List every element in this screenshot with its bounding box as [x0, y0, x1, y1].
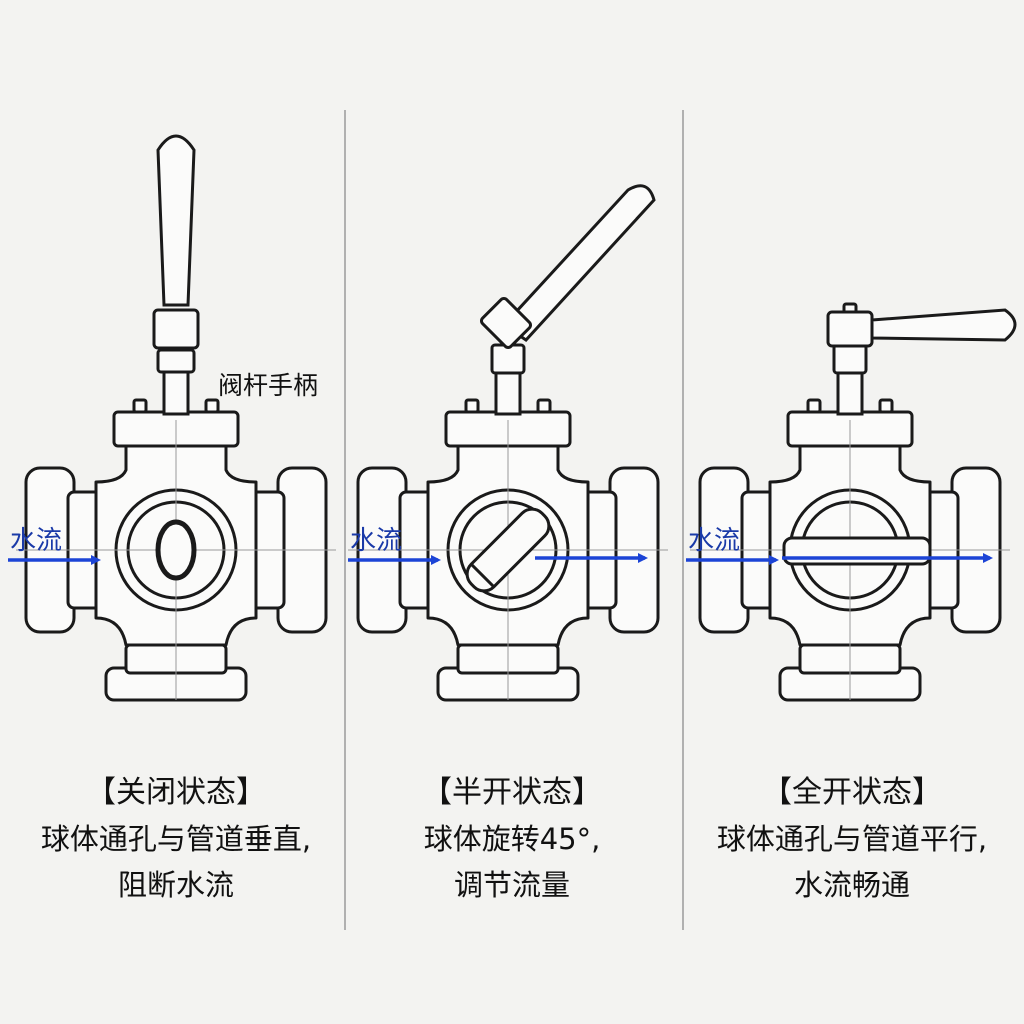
flow-label-open: 水流 [688, 526, 741, 556]
caption-fully-open: 【全开状态】 球体通孔与管道平行, 水流畅通 [682, 770, 1022, 908]
flow-label-half: 水流 [350, 526, 403, 556]
valve-stem [162, 368, 190, 416]
caption-desc-2: 调节流量 [453, 868, 570, 902]
caption-title: 【全开状态】 [762, 775, 942, 810]
ball-bore-rotated [465, 507, 551, 593]
handle-lever [501, 184, 656, 342]
valve-half-open [346, 184, 670, 702]
caption-half-open: 【半开状态】 球体旋转45°, 调节流量 [342, 770, 682, 908]
stem-nut [152, 308, 200, 350]
valve-closed [14, 134, 338, 702]
handle-lever [870, 308, 1017, 342]
stem-nut [826, 310, 874, 348]
caption-desc-2: 水流畅通 [793, 868, 910, 902]
caption-closed: 【关闭状态】 球体通孔与管道垂直, 阻断水流 [6, 770, 346, 908]
ball-bore-perpendicular [155, 519, 197, 581]
ball-bore-parallel [782, 536, 932, 566]
stem-nut [479, 296, 533, 350]
caption-desc-2: 阻断水流 [117, 868, 234, 902]
caption-title: 【半开状态】 [422, 775, 602, 810]
caption-desc-1: 球体通孔与管道垂直, [40, 822, 312, 856]
handle-label: 阀杆手柄 [218, 371, 319, 400]
valve-fully-open [688, 302, 1017, 702]
caption-title: 【关闭状态】 [86, 775, 266, 810]
caption-desc-1: 球体旋转45°, [423, 822, 601, 856]
flow-label-closed: 水流 [10, 526, 63, 556]
handle-lever [156, 134, 196, 307]
caption-desc-1: 球体通孔与管道平行, [716, 822, 988, 856]
